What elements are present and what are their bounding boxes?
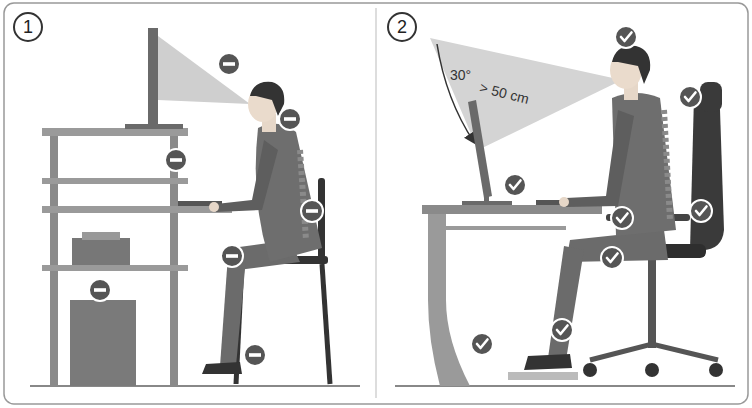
shoe xyxy=(524,354,572,370)
callout-number: 1 xyxy=(23,18,33,36)
printer-shelf xyxy=(42,265,188,271)
good-icon xyxy=(601,247,623,269)
spine xyxy=(664,110,670,220)
arm xyxy=(566,110,634,207)
angle-arrow xyxy=(437,44,474,142)
headrest xyxy=(700,82,722,112)
desk-leg xyxy=(50,130,58,386)
chair-post xyxy=(648,258,656,348)
good-icon xyxy=(690,200,712,222)
hand xyxy=(559,197,569,207)
good-icon xyxy=(471,333,493,355)
spine xyxy=(300,150,306,240)
hair xyxy=(612,46,650,84)
monitor-base xyxy=(462,201,512,205)
footrest xyxy=(508,372,578,380)
monitor-base xyxy=(125,124,183,129)
good-icon xyxy=(615,26,637,48)
good-workstation xyxy=(395,26,735,386)
printer-tray xyxy=(82,232,120,240)
callout-circle: 1 xyxy=(13,12,43,42)
keyboard-shelf xyxy=(42,206,232,213)
frame xyxy=(4,3,748,404)
wheel xyxy=(709,363,723,377)
shelf xyxy=(42,178,188,184)
hair xyxy=(250,82,284,116)
bad-icon xyxy=(301,200,323,222)
hand xyxy=(209,202,219,212)
angle-label: 30° xyxy=(450,68,471,82)
bad-icon xyxy=(279,108,301,130)
panel-divider xyxy=(376,8,377,398)
monitor-shelf xyxy=(42,128,188,136)
desk-leg xyxy=(428,214,470,386)
good-icon xyxy=(611,207,633,229)
bad-workstation xyxy=(30,28,360,386)
chair-back xyxy=(690,95,724,250)
monitor xyxy=(468,100,492,198)
callout-number: 2 xyxy=(397,18,407,36)
chair-base xyxy=(590,344,718,360)
chair-leg xyxy=(322,264,330,384)
wheel xyxy=(645,363,659,377)
good-icon xyxy=(679,86,701,108)
good-icon xyxy=(551,319,573,341)
good-icon xyxy=(504,174,526,196)
sight-triangle xyxy=(158,36,250,104)
lower-leg xyxy=(220,255,246,366)
bad-icon xyxy=(244,344,266,366)
lower-leg xyxy=(548,246,584,360)
arm xyxy=(216,140,278,212)
sight-triangle xyxy=(430,38,622,150)
bad-icon xyxy=(89,279,111,301)
computer-tower xyxy=(70,300,136,386)
printer xyxy=(72,238,130,265)
bad-icon xyxy=(221,245,243,267)
shoe xyxy=(202,362,242,374)
bad-icon xyxy=(218,53,240,75)
monitor xyxy=(148,28,158,124)
wheel xyxy=(583,363,597,377)
keyboard-tray xyxy=(446,226,566,230)
bad-icon xyxy=(165,149,187,171)
callout-circle: 2 xyxy=(387,12,417,42)
